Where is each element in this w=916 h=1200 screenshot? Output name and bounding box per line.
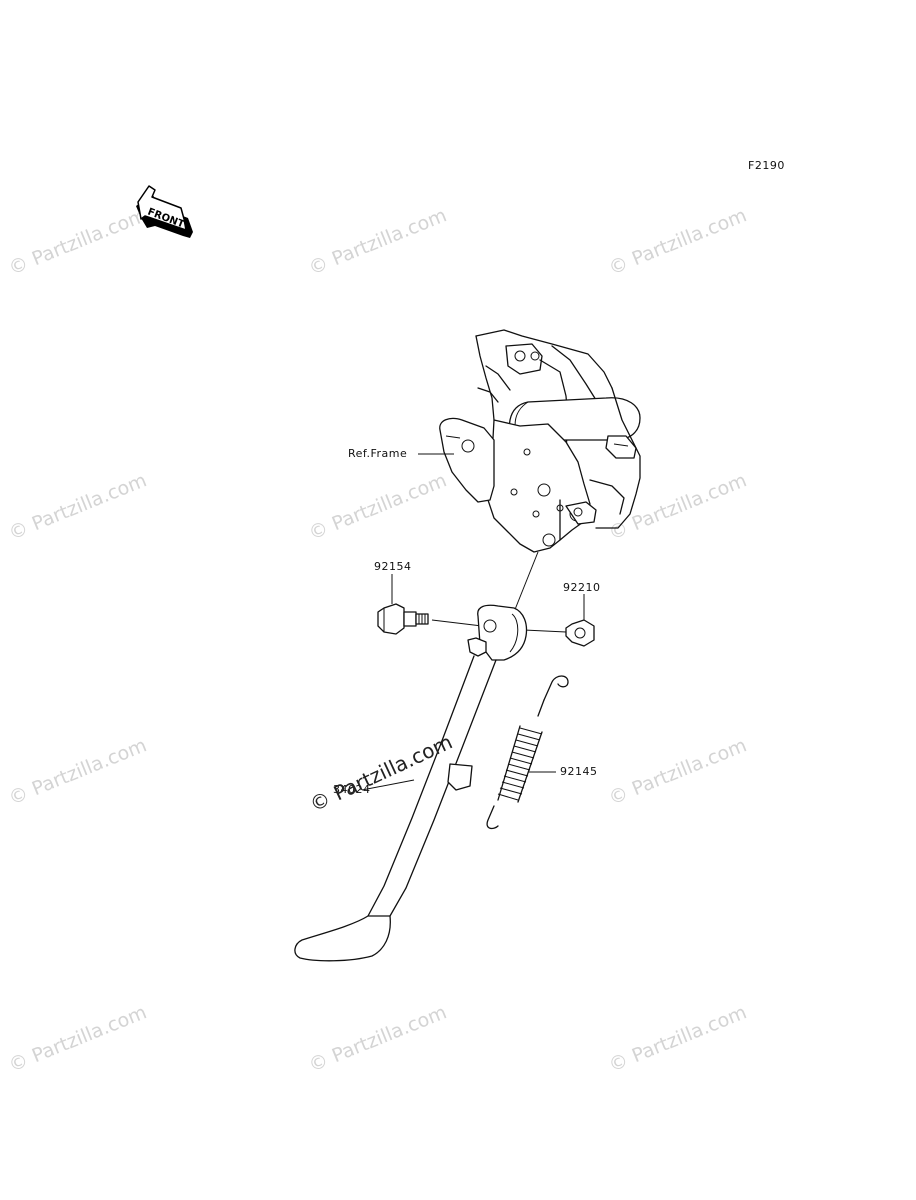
assembly-line [513, 551, 539, 613]
watermark-center: © Partzilla.com [306, 730, 456, 817]
label-92154: 92154 [374, 560, 412, 573]
lock-nut [565, 619, 595, 647]
diagram-code: F2190 [748, 159, 785, 172]
frame-bracket [439, 329, 641, 553]
watermark: © Partzilla.com [606, 734, 750, 809]
front-arrow-icon: FRONT [136, 185, 193, 238]
watermark: © Partzilla.com [606, 204, 750, 279]
watermark: © Partzilla.com [306, 469, 450, 544]
pivot-bolt [377, 603, 429, 635]
watermark: © Partzilla.com [306, 204, 450, 279]
stand-leader [361, 779, 415, 791]
watermark: © Partzilla.com [6, 1001, 150, 1076]
watermark: © Partzilla.com [606, 469, 750, 544]
nut-axis-line [523, 629, 567, 633]
bolt-axis-line [431, 619, 483, 627]
stand-spring [486, 675, 569, 830]
watermark: © Partzilla.com [6, 469, 150, 544]
watermark: © Partzilla.com [306, 1001, 450, 1076]
label-92210: 92210 [563, 581, 601, 594]
side-stand [294, 604, 528, 962]
label-ref-frame: Ref.Frame [348, 447, 407, 460]
watermark: © Partzilla.com [606, 1001, 750, 1076]
label-92145: 92145 [560, 765, 598, 778]
watermark: © Partzilla.com [6, 734, 150, 809]
watermark: © Partzilla.com [6, 204, 150, 279]
label-34024: 34024 [333, 783, 371, 796]
